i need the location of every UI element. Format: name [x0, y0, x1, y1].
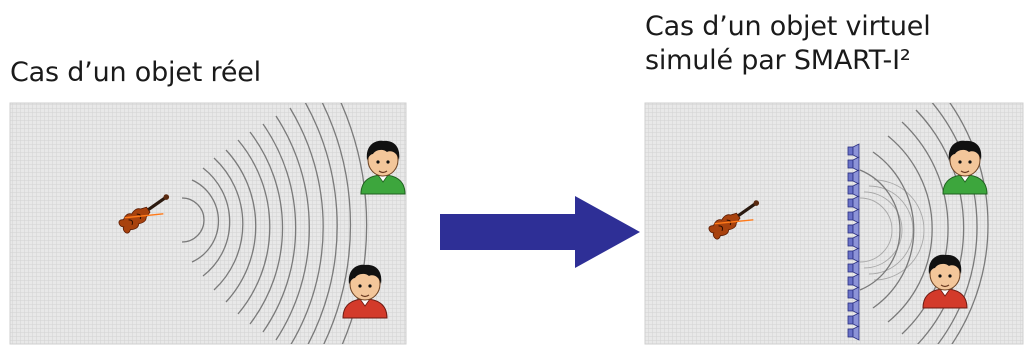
right-wavefronts [859, 103, 989, 344]
right-virtual-wavefronts [859, 179, 925, 281]
left-panel [9, 102, 407, 345]
right-panel [644, 102, 1024, 345]
left-title-text: Cas d’un objet réel [10, 57, 261, 88]
right-title-line1: Cas d’un objet virtuel [645, 11, 931, 42]
right-panel-title: Cas d’un objet virtuel simulé par SMART-… [645, 10, 931, 78]
left-wavefronts [181, 103, 368, 344]
arrow-icon [440, 196, 640, 268]
right-title-line2: simulé par SMART-I² [645, 45, 911, 76]
left-panel-background [9, 102, 407, 345]
loudspeaker-array [847, 143, 860, 341]
left-panel-title: Cas d’un objet réel [10, 56, 261, 90]
